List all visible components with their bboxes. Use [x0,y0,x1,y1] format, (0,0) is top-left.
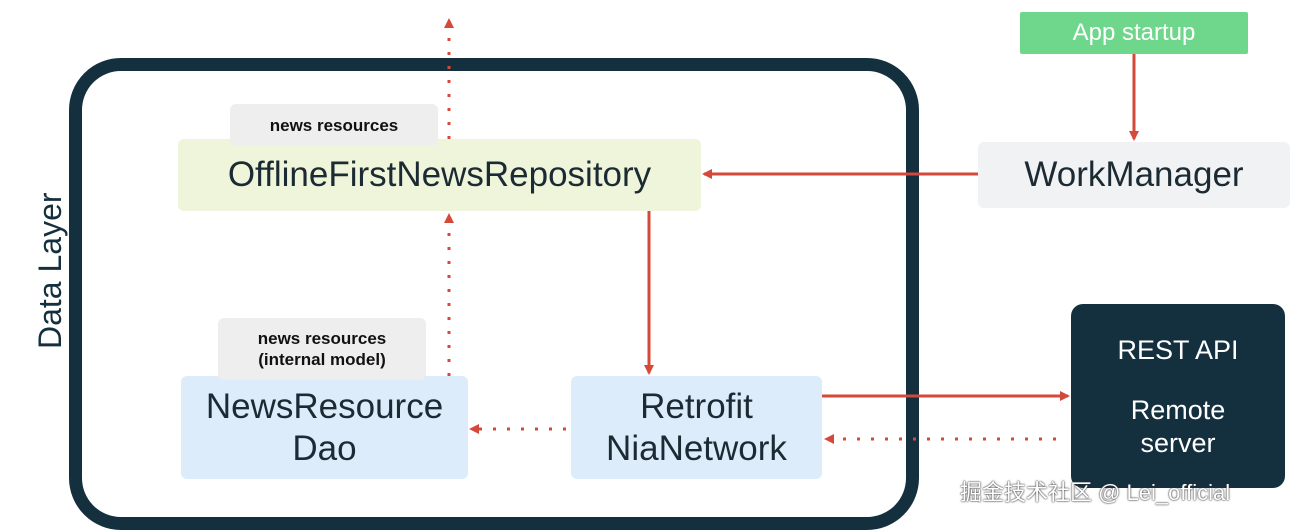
app-startup-box: App startup [1020,12,1248,54]
repository-box: OfflineFirstNewsRepository [178,139,701,211]
watermark: 掘金技术社区 @ Lei_official [960,480,1231,505]
workmanager-box: WorkManager [978,142,1290,208]
dao-box: NewsResource Dao [181,376,468,479]
network-box: Retrofit NiaNetwork [571,376,822,479]
dao-data-tag: news resources (internal model) [218,318,426,380]
rest-api-box: REST API Remote server [1071,304,1285,488]
dao-tag-line2: (internal model) [258,350,386,369]
network-line1: Retrofit [640,386,753,426]
remote-server-line2: server [1140,428,1216,458]
remote-server-line1: Remote [1130,395,1226,425]
network-line2: NiaNetwork [606,428,787,468]
dao-tag-line1: news resources [257,329,387,348]
rest-api-label: REST API [1117,335,1239,365]
dao-line1: NewsResource [205,386,444,426]
repository-data-tag: news resources [230,104,438,146]
dao-line2: Dao [292,428,357,468]
